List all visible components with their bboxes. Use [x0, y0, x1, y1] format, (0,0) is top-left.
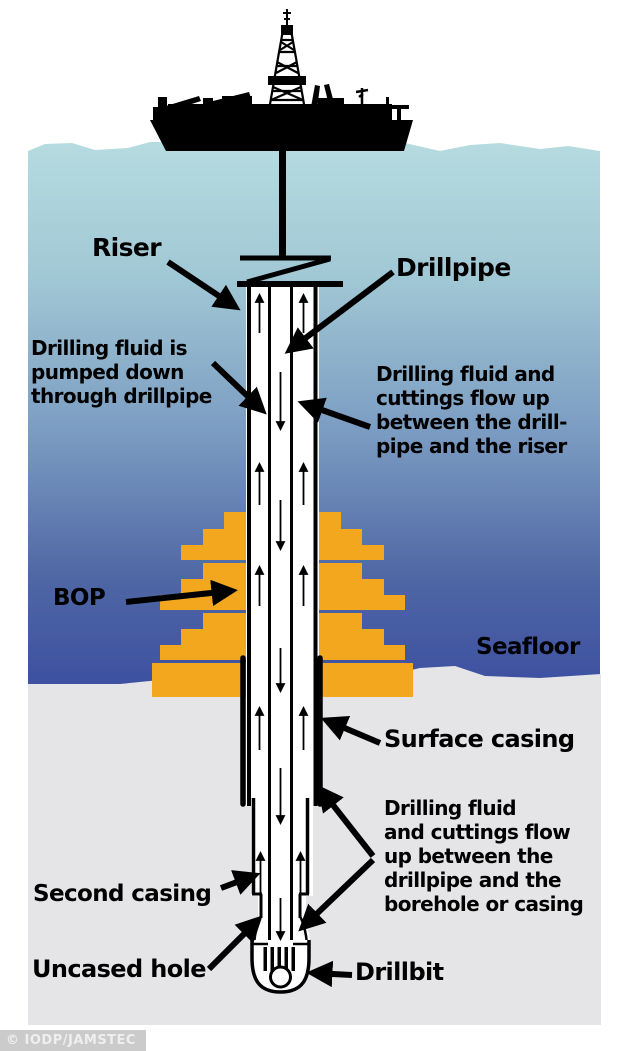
- flow-up-riser-label: Drilling fluid and cuttings flow up betw…: [376, 362, 567, 458]
- riser-label: Riser: [92, 233, 162, 262]
- riser-interior: [246, 284, 319, 806]
- pump-down-line1: Drilling fluid is: [31, 336, 188, 360]
- flow-up-riser-line4: pipe and the riser: [376, 434, 567, 458]
- surface-casing-pointer-arrow: [320, 716, 382, 746]
- drillbit-cone: [269, 965, 292, 989]
- flow-up-borehole-line1: Drilling fluid: [384, 796, 517, 820]
- drillbit-label: Drillbit: [355, 958, 444, 986]
- drillbit-hatch: [263, 947, 295, 971]
- drillship-icon: [150, 9, 413, 151]
- flow-up-borehole-arrow-upper: [317, 784, 376, 858]
- pump-down-pointer-arrow: [210, 360, 267, 415]
- flow-up-borehole-line5: borehole or casing: [384, 892, 584, 916]
- flow-up-riser-line2: cuttings flow up: [376, 386, 550, 410]
- drillpipe-label: Drillpipe: [396, 253, 511, 282]
- well-column: [240, 284, 323, 948]
- flow-arrows-up: [254, 293, 309, 893]
- pump-down-label: Drilling fluid is pumped down through dr…: [31, 336, 212, 408]
- surface-casing-label: Surface casing: [384, 725, 575, 753]
- flow-up-borehole-line3: up between the: [384, 844, 553, 868]
- bop-pointer-arrow: [125, 579, 238, 607]
- drillbit-icon: [250, 940, 311, 994]
- drillbit-pointer-arrow: [306, 960, 353, 988]
- flow-up-borehole-line4: drillpipe and the: [384, 868, 562, 892]
- flow-up-riser-pointer-arrow: [297, 397, 372, 430]
- uncased-hole-pointer-arrow: [206, 915, 263, 972]
- pointer-arrows: [125, 259, 395, 988]
- flow-up-riser-line1: Drilling fluid and: [376, 362, 555, 386]
- bop-label: BOP: [53, 585, 106, 611]
- pump-down-line2: pumped down: [31, 360, 184, 384]
- uncased-hole-label: Uncased hole: [32, 955, 207, 983]
- flow-up-riser-line3: between the drill-: [376, 410, 567, 434]
- drillpipe-pointer-arrow: [284, 269, 395, 354]
- seafloor-ground: [28, 666, 601, 1025]
- slip-joint: [237, 255, 343, 287]
- credit-watermark: © IODP/JAMSTEC: [0, 1030, 146, 1051]
- second-casing-label: Second casing: [33, 881, 212, 907]
- flow-up-borehole-line2: and cuttings flow: [384, 820, 571, 844]
- flow-up-borehole-arrow-lower: [298, 857, 376, 932]
- flow-up-borehole-label: Drilling fluid and cuttings flow up betw…: [384, 796, 584, 916]
- seafloor-label: Seafloor: [476, 634, 580, 660]
- second-casing-pointer-arrow: [219, 870, 261, 895]
- riser-stub: [279, 148, 286, 258]
- riser-pointer-arrow: [166, 259, 241, 311]
- pump-down-line3: through drillpipe: [31, 384, 212, 408]
